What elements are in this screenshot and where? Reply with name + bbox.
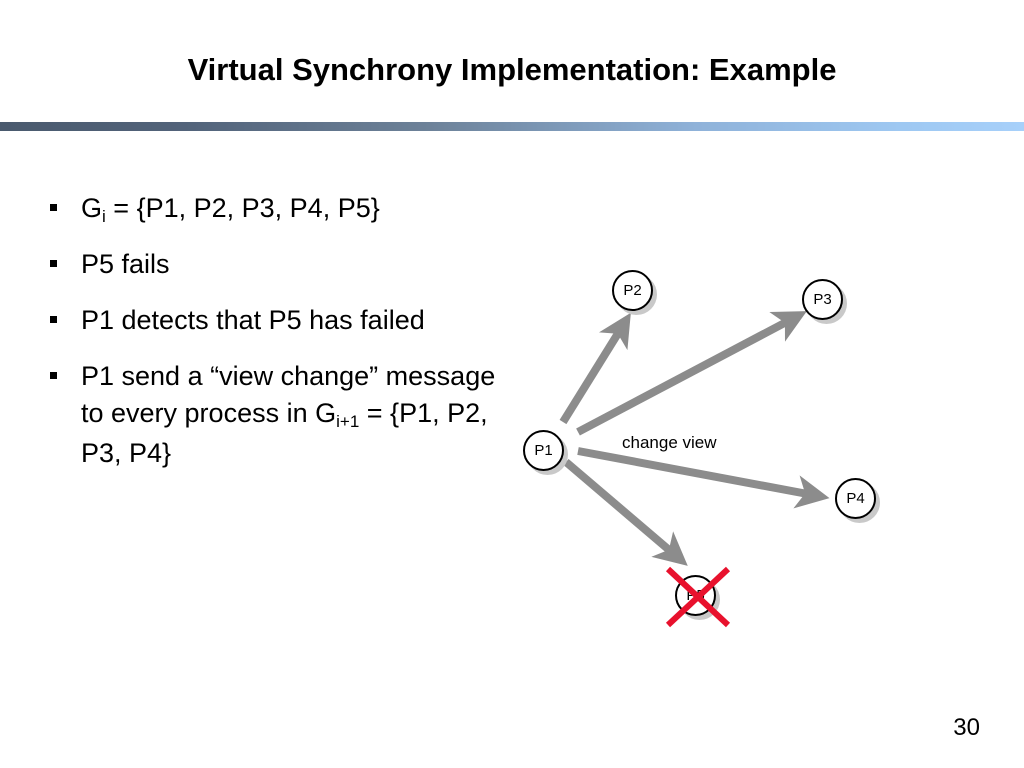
node-p2[interactable]: P2 (612, 270, 653, 311)
bullet-text-subscript: i+1 (336, 412, 360, 431)
bullet-text-suffix: = {P1, P2, P3, P4, P5} (105, 193, 380, 223)
arrow-p1-to-p4 (577, 447, 830, 509)
page-title: Virtual Synchrony Implementation: Exampl… (187, 52, 837, 87)
list-item: Gi = {P1, P2, P3, P4, P5} (50, 190, 520, 230)
bullet-square-icon (50, 260, 57, 267)
list-item: P1 detects that P5 has failed (50, 302, 520, 342)
bullet-text-prefix: P5 fails (81, 249, 170, 279)
node-p3[interactable]: P3 (802, 279, 843, 320)
failure-cross-icon (665, 566, 731, 628)
process-group-diagram: P1 P2 P3 P4 P5 change view (500, 255, 920, 655)
page-number: 30 (953, 714, 980, 741)
list-item: P5 fails (50, 246, 520, 286)
bullet-text: P5 fails (81, 246, 170, 286)
bullet-text: P1 send a “view change” message to every… (81, 358, 520, 472)
node-p1-label: P1 (534, 442, 553, 459)
bullet-square-icon (50, 204, 57, 211)
node-p3-label: P3 (813, 291, 832, 308)
arrow-p1-to-p5 (563, 458, 688, 566)
node-p4[interactable]: P4 (835, 478, 876, 519)
bullet-square-icon (50, 316, 57, 323)
node-p1[interactable]: P1 (523, 430, 564, 471)
bullet-text-subscript: i (102, 207, 106, 226)
bullet-text-prefix: G (81, 193, 103, 223)
arrow-p1-to-p2 (559, 312, 631, 425)
title-divider-bar (0, 122, 1024, 131)
bullet-text-prefix: P1 detects that P5 has failed (81, 305, 425, 335)
bullet-text: P1 detects that P5 has failed (81, 302, 425, 342)
edge-label-change-view: change view (622, 433, 717, 452)
node-p2-label: P2 (623, 282, 642, 299)
bullet-text: Gi = {P1, P2, P3, P4, P5} (81, 190, 380, 230)
bullet-list: Gi = {P1, P2, P3, P4, P5} P5 fails P1 de… (50, 190, 520, 488)
diagram-arrows-layer (559, 311, 830, 566)
bullet-text-prefix: P1 send a “view change” message to every… (81, 361, 496, 428)
bullet-square-icon (50, 372, 57, 379)
node-p4-label: P4 (846, 490, 865, 507)
bullet-text-suffix: = {P1, P2, P3, P4} (81, 398, 488, 468)
arrow-p1-to-p3 (576, 311, 807, 436)
list-item: P1 send a “view change” message to every… (50, 358, 520, 472)
